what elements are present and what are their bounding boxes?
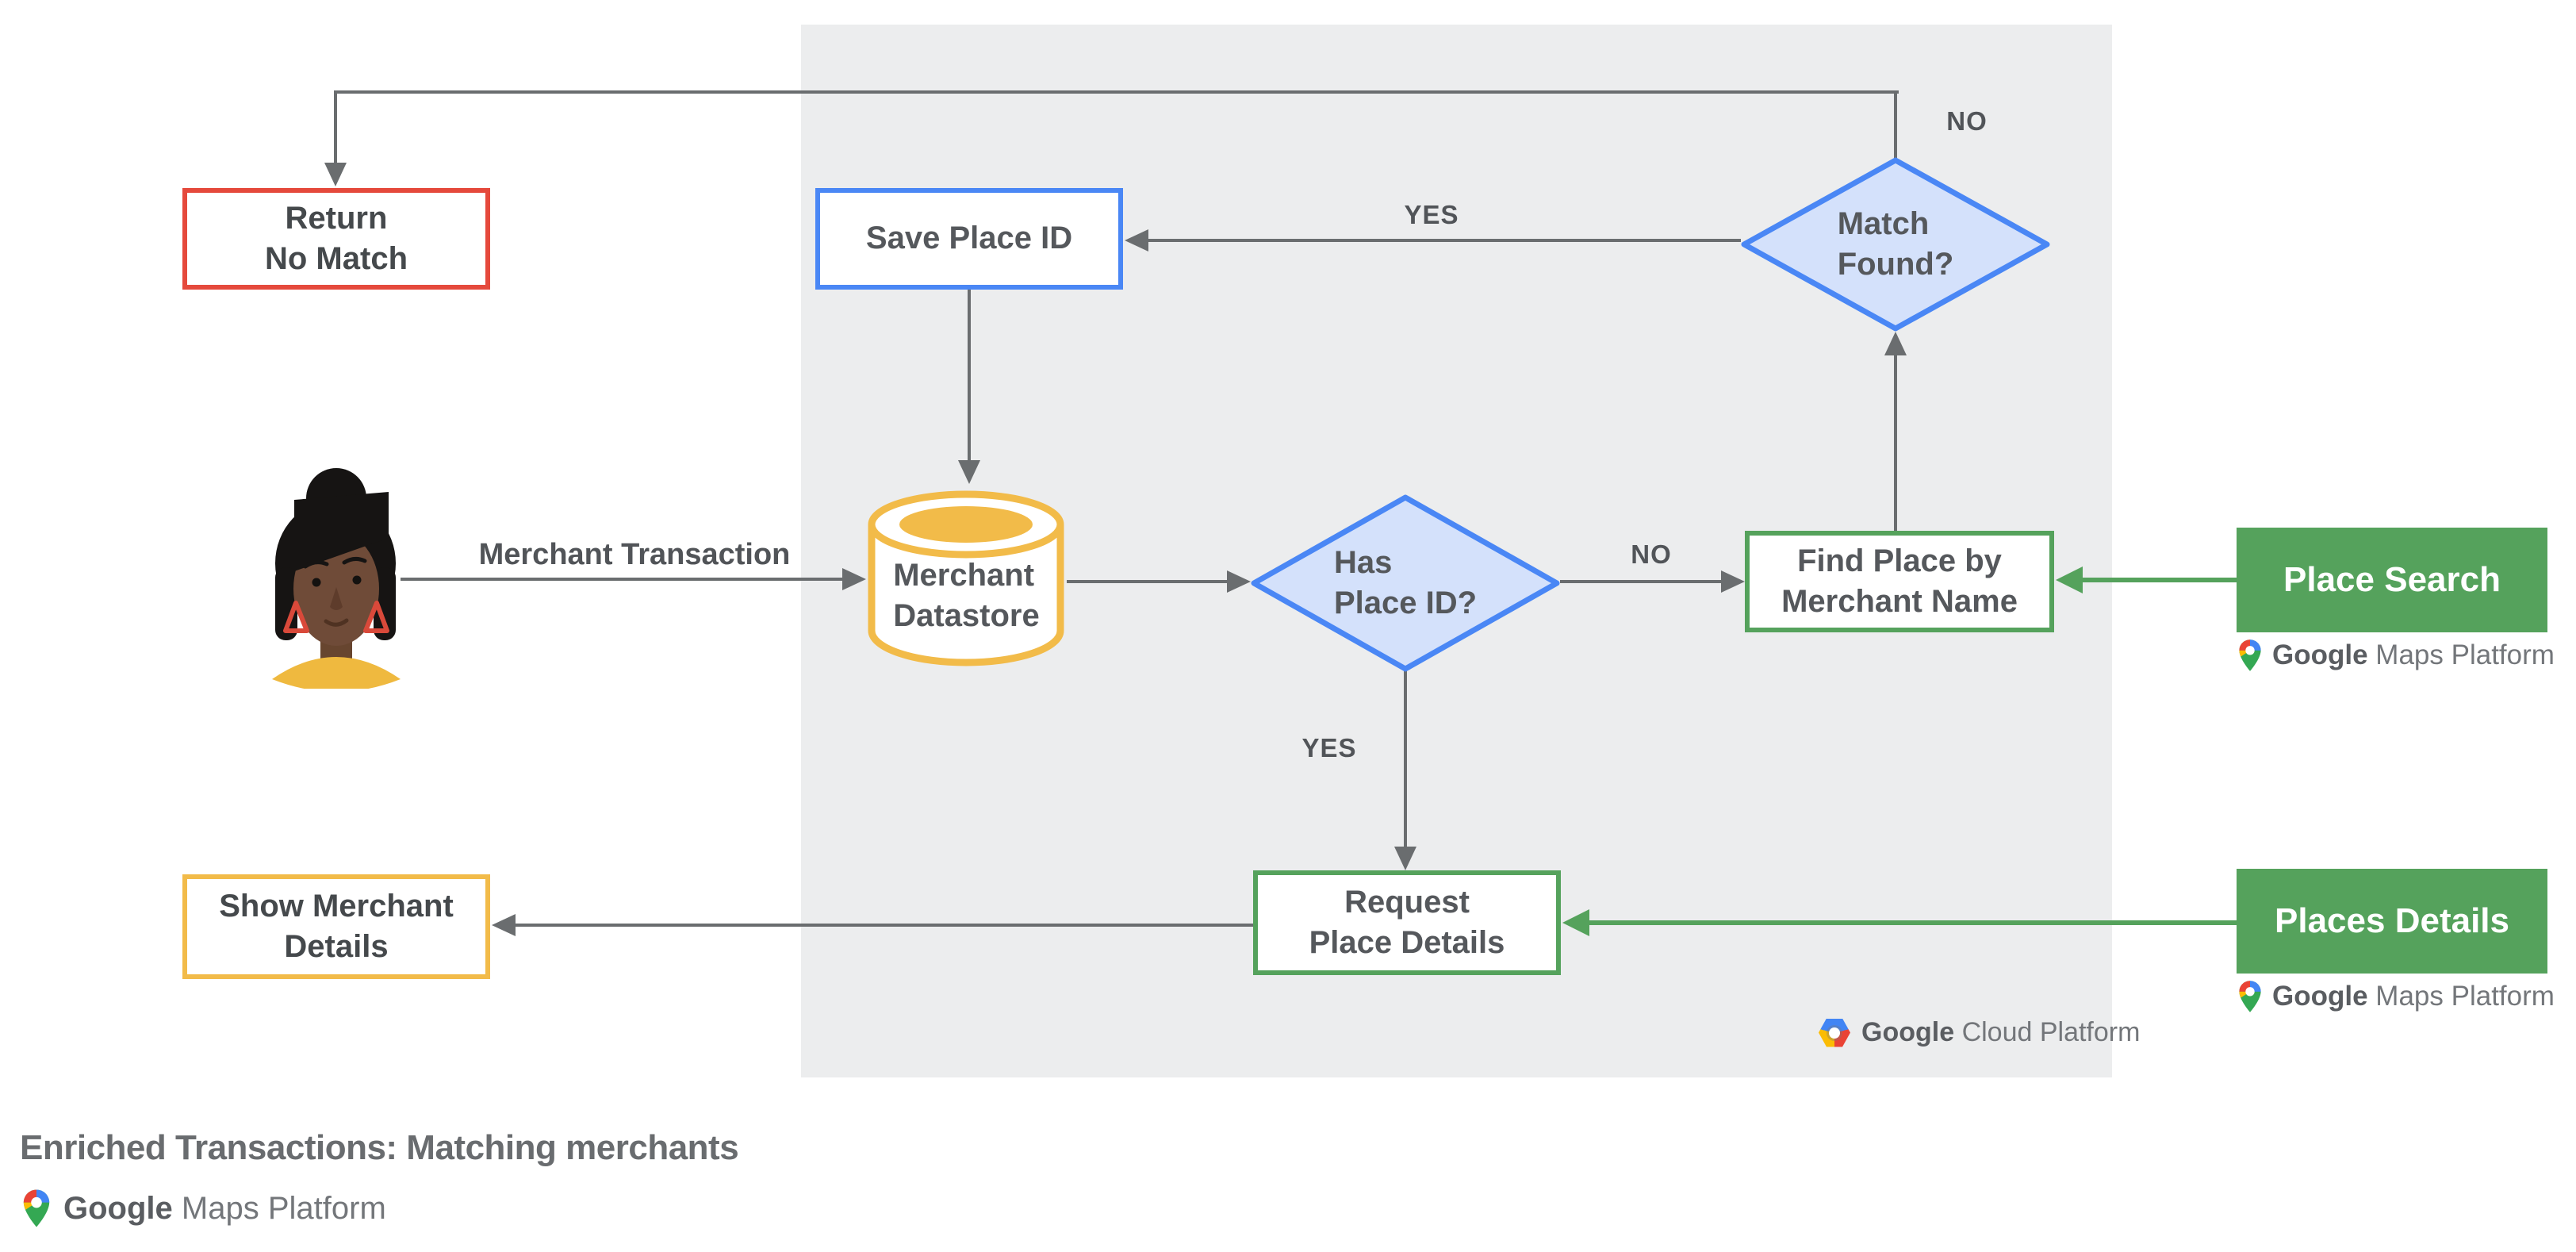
person-icon	[272, 468, 401, 692]
edge-label-hasplace-yes: YES	[1301, 733, 1357, 762]
node-return-no-match-label: Return No Match	[265, 200, 408, 276]
arrowhead-into-return	[324, 163, 347, 186]
edge-hasplace-yes	[1404, 670, 1407, 847]
logo-google-word: Google	[63, 1190, 173, 1226]
edge-label-match-no: NO	[1946, 106, 1988, 136]
google-maps-platform-logo: Google Maps Platform	[2238, 639, 2555, 672]
arrowhead-into-findplace	[1721, 570, 1745, 593]
edge-datastore-to-hasplace	[1067, 580, 1229, 583]
arrowhead-into-hasplace	[1227, 570, 1251, 593]
arrowhead-api-into-request	[1562, 909, 1589, 936]
diamond-shape	[1741, 157, 2050, 332]
node-find-place-by-merchant-name: Find Place by Merchant Name	[1745, 531, 2054, 632]
arrowhead-into-datastore	[958, 460, 980, 484]
arrowhead-into-show	[492, 914, 516, 936]
node-show-merchant-details-label: Show Merchant Details	[219, 888, 454, 964]
arrowhead-into-request	[1394, 847, 1416, 870]
maps-pin-icon	[2239, 981, 2261, 1012]
edge-match-no-down	[334, 90, 337, 163]
edge-hasplace-no	[1560, 580, 1723, 583]
edge-label-hasplace-no: NO	[1631, 540, 1672, 569]
logo-google-word: Google	[1861, 1017, 1955, 1047]
gcp-hexagon-icon	[1819, 1018, 1850, 1047]
decision-match-found: Match Found?	[1741, 157, 2050, 332]
logo-product-word: Maps Platform	[2375, 981, 2555, 1012]
google-maps-platform-logo: Google Maps Platform	[22, 1189, 386, 1228]
decision-match-found-label: Match Found?	[1837, 205, 1954, 282]
arrowhead-into-datastore-left	[842, 568, 866, 590]
maps-pin-icon	[23, 1189, 50, 1227]
logo-text: Google Maps Platform	[2272, 639, 2555, 671]
edge-match-no-up	[1894, 90, 1897, 159]
edge-merchant-transaction	[401, 578, 842, 581]
database-cylinder-icon	[868, 490, 1064, 666]
edge-label-match-yes: YES	[1404, 200, 1459, 229]
arrowhead-into-match	[1884, 332, 1907, 355]
node-find-place-label: Find Place by Merchant Name	[1781, 543, 2018, 619]
node-save-place-id: Save Place ID	[815, 188, 1123, 290]
logo-text: Google Maps Platform	[63, 1191, 386, 1227]
maps-pin-icon	[2239, 639, 2261, 671]
api-place-search-label: Place Search	[2283, 559, 2501, 599]
edge-findplace-to-match	[1894, 354, 1897, 531]
api-places-details-label: Places Details	[2275, 901, 2509, 940]
decision-has-place-id-label: Has Place ID?	[1333, 544, 1478, 620]
node-request-place-details-label: Request Place Details	[1309, 884, 1505, 960]
logo-text: Google Maps Platform	[2272, 981, 2555, 1012]
logo-product-word: Cloud Platform	[1961, 1017, 2141, 1047]
edge-request-to-show	[516, 924, 1253, 927]
logo-text: Google Cloud Platform	[1861, 1017, 2140, 1048]
node-merchant-datastore: Merchant Datastore	[866, 486, 1067, 668]
edge-placesearch-api	[2083, 578, 2237, 582]
diagram-title: Enriched Transactions: Matching merchant…	[20, 1128, 739, 1167]
logo-product-word: Maps Platform	[2375, 639, 2555, 670]
arrowhead-into-save	[1125, 229, 1148, 252]
node-return-no-match: Return No Match	[182, 188, 490, 290]
logo-google-word: Google	[2272, 639, 2368, 670]
node-request-place-details: Request Place Details	[1253, 870, 1561, 975]
diamond-shape	[1251, 494, 1560, 672]
arrowhead-api-into-findplace	[2056, 566, 2083, 593]
node-merchant-datastore-label: Merchant Datastore	[893, 557, 1040, 633]
api-places-details: Places Details	[2237, 869, 2547, 974]
google-cloud-platform-logo: Google Cloud Platform	[1819, 1017, 2140, 1048]
logo-google-word: Google	[2272, 981, 2368, 1012]
google-maps-platform-logo: Google Maps Platform	[2238, 980, 2555, 1013]
node-show-merchant-details: Show Merchant Details	[182, 874, 490, 979]
logo-product-word: Maps Platform	[181, 1190, 386, 1226]
edge-match-no-across	[334, 90, 1899, 94]
edge-save-to-datastore	[968, 290, 971, 462]
edge-placesdetails-api	[1589, 920, 2237, 925]
decision-has-place-id: Has Place ID?	[1251, 494, 1560, 672]
edge-match-yes	[1148, 239, 1741, 242]
node-save-place-id-label: Save Place ID	[865, 221, 1073, 256]
edge-label-merchant-transaction: Merchant Transaction	[478, 538, 791, 571]
api-place-search: Place Search	[2237, 528, 2547, 632]
user-avatar	[268, 468, 403, 692]
